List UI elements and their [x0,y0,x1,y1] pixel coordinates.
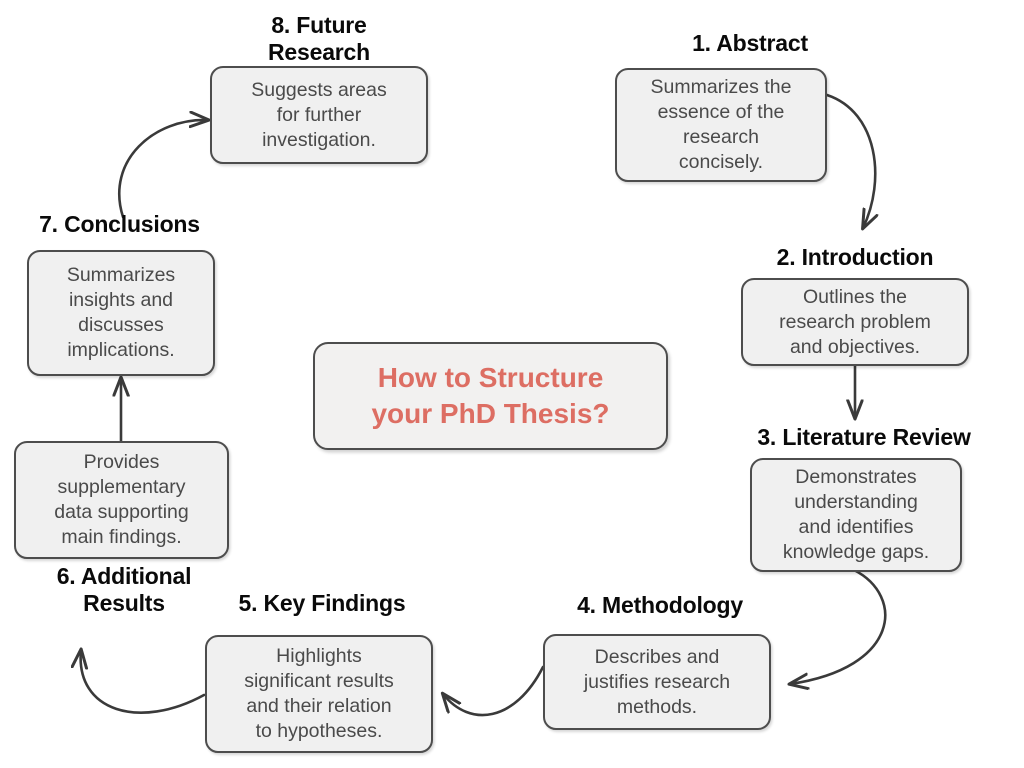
node-key-findings-box[interactable]: Highlights significant results and their… [205,635,433,753]
node-abstract-label: 1. Abstract [692,30,808,56]
node-key-findings-label: 5. Key Findings [238,590,406,616]
connector-abstract-to-introduction [825,93,875,228]
center-title-box: How to Structure your PhD Thesis? [313,342,668,450]
node-literature-review-box[interactable]: Demonstrates understanding and identifie… [750,458,962,572]
node-conclusions-label: 7. Conclusions [39,211,200,237]
node-conclusions-box[interactable]: Summarizes insights and discusses implic… [27,250,215,376]
node-future-research-box[interactable]: Suggests areas for further investigation… [210,66,428,164]
connector-conclusions-to-future-research [117,120,208,219]
node-abstract-box[interactable]: Summarizes the essence of the research c… [615,68,827,182]
node-additional-results-box[interactable]: Provides supplementary data supporting m… [14,441,229,559]
connector-methodology-to-key-findings [443,665,545,717]
node-additional-results-label: 6. Additional Results [56,563,192,616]
node-methodology-label: 4. Methodology [577,592,743,618]
node-introduction-label: 2. Introduction [776,244,934,270]
connector-key-findings-to-additional-results [81,650,206,714]
node-future-research-label: 8. Future Research [268,12,370,65]
connector-literature-review-to-methodology [790,568,887,684]
node-introduction-box[interactable]: Outlines the research problem and object… [741,278,969,366]
node-literature-review-label: 3. Literature Review [757,424,971,450]
node-methodology-box[interactable]: Describes and justifies research methods… [543,634,771,730]
